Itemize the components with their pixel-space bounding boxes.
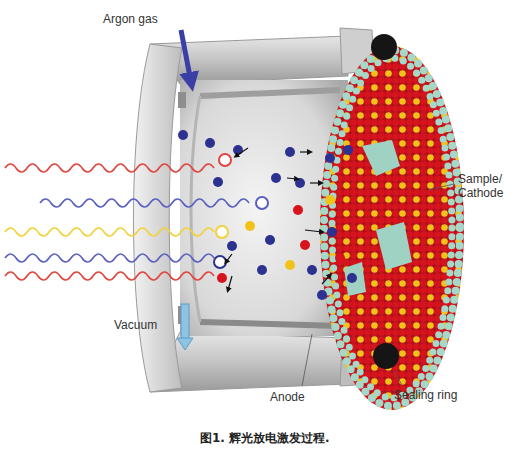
sample-cathode xyxy=(320,46,464,410)
motion-arrow xyxy=(228,276,232,290)
motion-arrow xyxy=(287,178,297,179)
leader-line xyxy=(394,371,402,385)
motion-arrow xyxy=(322,275,330,284)
particle xyxy=(205,138,215,148)
particle xyxy=(265,235,275,245)
anode-tube xyxy=(191,96,200,322)
sample-cathode xyxy=(324,50,460,406)
light-wave xyxy=(40,199,249,207)
housing xyxy=(134,44,183,392)
motion-arrow xyxy=(305,230,322,232)
light-wave xyxy=(5,272,214,280)
particle xyxy=(343,145,353,155)
particle xyxy=(317,290,327,300)
port-label: Vacuum xyxy=(114,318,157,332)
particle xyxy=(245,221,255,231)
motion-arrow xyxy=(236,148,248,156)
anode-tube xyxy=(200,322,340,326)
crater xyxy=(376,222,412,270)
particle xyxy=(217,273,227,283)
sealing-ring xyxy=(371,34,397,60)
particle xyxy=(285,260,295,270)
motion-arrow xyxy=(310,182,321,183)
sealing-ring xyxy=(373,343,399,369)
particle xyxy=(178,130,357,300)
light-wave xyxy=(5,164,214,172)
particle xyxy=(219,154,231,166)
leader-line xyxy=(302,334,312,386)
motion-arrow xyxy=(226,254,232,262)
motion-arrow xyxy=(226,148,330,290)
sample-cathode xyxy=(320,46,464,410)
vacuum-port xyxy=(177,338,193,350)
part-label: Sealing ring xyxy=(394,388,457,402)
motion-arrow xyxy=(300,151,310,152)
particle xyxy=(307,265,317,275)
vacuum-port xyxy=(177,304,193,350)
particle xyxy=(214,256,226,268)
gas-label: Argon gas xyxy=(103,12,158,26)
particle xyxy=(233,145,243,155)
particle xyxy=(325,195,335,205)
leader-line xyxy=(302,184,454,386)
anode-tube xyxy=(191,90,340,326)
particle xyxy=(335,253,345,263)
particle xyxy=(227,241,237,251)
particle xyxy=(257,265,267,275)
housing xyxy=(178,92,186,108)
sample-cathode xyxy=(332,58,452,398)
part-label: Sample/ Cathode xyxy=(458,172,520,201)
crater xyxy=(344,262,366,296)
particle xyxy=(327,227,337,237)
part-label: Anode xyxy=(270,390,305,404)
vacuum-port xyxy=(181,304,189,340)
sealing-ring xyxy=(371,34,399,369)
particle xyxy=(285,147,295,157)
light-wave xyxy=(5,164,249,280)
light-wave xyxy=(5,254,214,262)
light-wave xyxy=(5,228,214,236)
particle xyxy=(213,177,223,187)
crater xyxy=(362,140,400,176)
particle xyxy=(325,153,335,163)
leader-line xyxy=(428,184,454,190)
particle xyxy=(347,273,357,283)
crater xyxy=(344,140,412,296)
particle xyxy=(293,205,303,215)
anode-tube xyxy=(200,90,340,96)
particle xyxy=(256,197,268,209)
particle xyxy=(216,226,228,238)
figure-caption: 图1. 辉光放电激发过程. xyxy=(200,430,330,447)
gas-inlet-arrow xyxy=(181,30,191,82)
particle xyxy=(271,173,281,183)
particle xyxy=(178,130,188,140)
particle xyxy=(300,240,310,250)
